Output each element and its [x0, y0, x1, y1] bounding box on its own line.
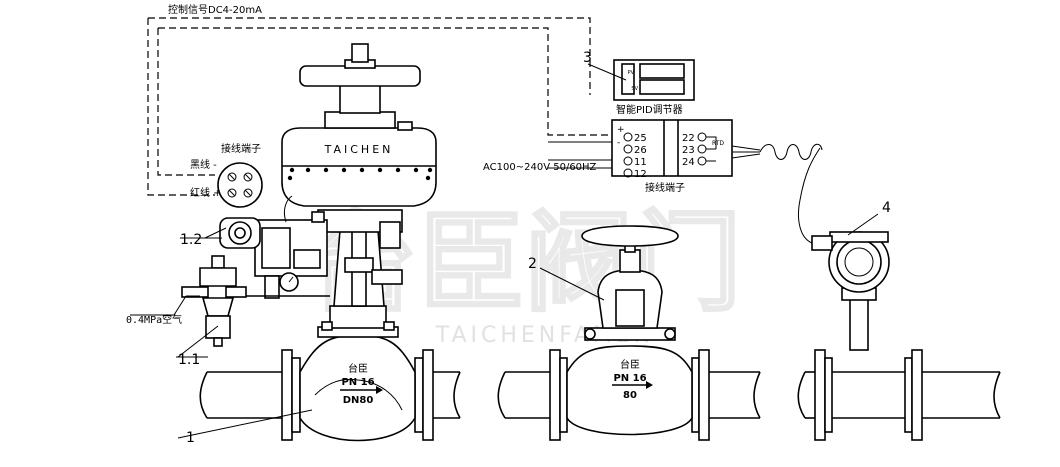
air-supply: 0.4MPa空气: [126, 295, 200, 326]
sv-indicator: SV: [631, 86, 638, 92]
terminal-24: 24: [682, 157, 695, 168]
svg-text:-: -: [617, 138, 620, 148]
controller-terminal-label: 接线端子: [645, 181, 685, 194]
callout-4: 4: [882, 200, 891, 216]
junction-terminal-label: 接线端子: [221, 142, 261, 155]
globe-valve: 台臣 PN 16 80: [566, 225, 693, 436]
terminal-26: 26: [634, 145, 647, 156]
actuator-brand-label: TAICHEN: [324, 143, 394, 156]
positioner-assembly: [181, 195, 403, 347]
control-signal-label: 控制信号DC4-20mA: [168, 3, 262, 16]
terminal-11: 11: [634, 157, 647, 168]
rtd-cable: [731, 143, 823, 160]
valve2-brand: 台臣: [620, 358, 640, 371]
terminal-12: 12: [634, 169, 647, 180]
control-valve: TAICHEN 台臣 PN 16 DN80: [281, 43, 437, 442]
terminal-23: 23: [682, 145, 695, 156]
red-wire-label: 红线 +: [190, 186, 222, 199]
callout-1: 1: [186, 430, 195, 446]
svg-text:+: +: [617, 125, 625, 135]
junction-box: 接线端子 黑线 - 红线 +: [190, 142, 263, 208]
pid-controller-title: 智能PID调节器: [616, 103, 683, 116]
callout-3: 3: [583, 50, 592, 66]
air-supply-label: 0.4MPa空气: [126, 313, 182, 326]
terminal-22: 22: [682, 133, 695, 144]
valve2-size: 80: [623, 390, 637, 401]
valve1-pressure: PN 16: [341, 377, 374, 388]
power-supply-label: AC100~240V 50/60HZ: [483, 162, 597, 173]
rtd-label: RTD: [712, 140, 724, 147]
callout-1-1: 1.1: [178, 352, 200, 368]
pid-controller: PV SV 智能PID调节器 + 25 - 26 11 12 22 23 24: [611, 59, 733, 194]
pv-indicator: PV: [628, 70, 635, 76]
signal-wiring: [147, 17, 612, 196]
callout-1-2: 1.2: [180, 232, 202, 248]
pipeline: [199, 349, 1001, 441]
terminal-25: 25: [634, 133, 647, 144]
black-wire-label: 黑线 -: [190, 158, 217, 171]
valve1-brand: 台臣: [348, 362, 368, 375]
valve2-pressure: PN 16: [613, 373, 646, 384]
temperature-transmitter: [798, 147, 890, 351]
callouts: 1 1.1 1.2 2 3 4: [176, 50, 891, 446]
valve1-size: DN80: [343, 395, 374, 406]
callout-2: 2: [528, 256, 537, 272]
